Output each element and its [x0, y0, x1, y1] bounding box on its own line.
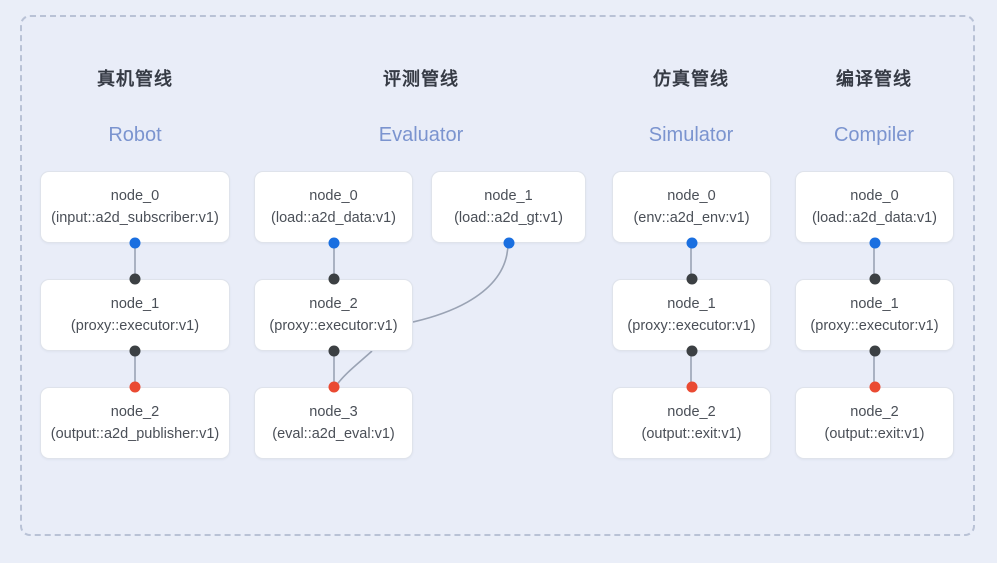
- output-port-blue-dot-icon[interactable]: [328, 237, 339, 249]
- input-port-dark-dot-icon[interactable]: [328, 273, 339, 285]
- output-port-blue-dot-icon[interactable]: [129, 237, 141, 249]
- node-robot-node_0[interactable]: node_0(input::a2d_subscriber:v1): [40, 171, 230, 243]
- node-name-label: node_0: [110, 188, 160, 205]
- node-evaluator-node_2[interactable]: node_2(proxy::executor:v1): [254, 279, 413, 351]
- output-port-blue-dot-icon[interactable]: [686, 237, 697, 249]
- output-port-blue-dot-icon[interactable]: [869, 237, 880, 249]
- node-simulator-node_2[interactable]: node_2(output::exit:v1): [612, 387, 771, 459]
- node-name-label: node_1: [484, 188, 533, 205]
- input-port-red-dot-icon[interactable]: [129, 381, 141, 393]
- node-type-label: (env::a2d_env:v1): [633, 209, 750, 226]
- node-type-label: (output::exit:v1): [824, 425, 925, 442]
- node-evaluator-node_3[interactable]: node_3(eval::a2d_eval:v1): [254, 387, 413, 459]
- input-port-dark-dot-icon[interactable]: [129, 273, 141, 285]
- node-type-label: (output::exit:v1): [641, 425, 742, 442]
- node-name-label: node_2: [309, 296, 358, 313]
- node-name-label: node_1: [667, 296, 716, 313]
- column-title-cn-simulator: 仿真管线: [653, 69, 729, 89]
- input-port-dark-dot-icon[interactable]: [686, 273, 697, 285]
- column-title-en-simulator: Simulator: [648, 124, 734, 146]
- node-type-label: (output::a2d_publisher:v1): [50, 425, 220, 442]
- node-type-label: (load::a2d_gt:v1): [454, 209, 563, 226]
- node-compiler-node_2[interactable]: node_2(output::exit:v1): [795, 387, 954, 459]
- node-compiler-node_1[interactable]: node_1(proxy::executor:v1): [795, 279, 954, 351]
- column-title-en-evaluator: Evaluator: [378, 124, 464, 146]
- output-port-dark-dot-icon[interactable]: [686, 345, 697, 357]
- node-name-label: node_0: [667, 188, 716, 205]
- node-name-label: node_2: [667, 404, 716, 421]
- node-type-label: (proxy::executor:v1): [627, 317, 756, 334]
- node-simulator-node_0[interactable]: node_0(env::a2d_env:v1): [612, 171, 771, 243]
- node-type-label: (load::a2d_data:v1): [812, 209, 937, 226]
- node-type-label: (proxy::executor:v1): [810, 317, 939, 334]
- column-title-en-robot: Robot: [108, 124, 162, 146]
- output-port-dark-dot-icon[interactable]: [129, 345, 141, 357]
- node-name-label: node_3: [309, 404, 358, 421]
- input-port-red-dot-icon[interactable]: [869, 381, 880, 393]
- node-simulator-node_1[interactable]: node_1(proxy::executor:v1): [612, 279, 771, 351]
- column-title-cn-evaluator: 评测管线: [383, 69, 459, 89]
- column-title-en-compiler: Compiler: [833, 124, 915, 146]
- node-name-label: node_0: [850, 188, 899, 205]
- output-port-dark-dot-icon[interactable]: [328, 345, 339, 357]
- node-type-label: (load::a2d_data:v1): [271, 209, 396, 226]
- node-type-label: (input::a2d_subscriber:v1): [51, 209, 219, 226]
- column-title-cn-robot: 真机管线: [97, 69, 173, 89]
- node-name-label: node_2: [110, 404, 160, 421]
- node-name-label: node_1: [110, 296, 160, 313]
- node-type-label: (proxy::executor:v1): [269, 317, 398, 334]
- output-port-dark-dot-icon[interactable]: [869, 345, 880, 357]
- input-port-red-dot-icon[interactable]: [686, 381, 697, 393]
- column-title-cn-compiler: 编译管线: [836, 69, 912, 89]
- node-compiler-node_0[interactable]: node_0(load::a2d_data:v1): [795, 171, 954, 243]
- input-port-red-dot-icon[interactable]: [328, 381, 339, 393]
- input-port-dark-dot-icon[interactable]: [869, 273, 880, 285]
- node-robot-node_2[interactable]: node_2(output::a2d_publisher:v1): [40, 387, 230, 459]
- node-robot-node_1[interactable]: node_1(proxy::executor:v1): [40, 279, 230, 351]
- node-name-label: node_0: [309, 188, 358, 205]
- node-type-label: (proxy::executor:v1): [70, 317, 200, 334]
- node-name-label: node_1: [850, 296, 899, 313]
- node-type-label: (eval::a2d_eval:v1): [272, 425, 395, 442]
- node-name-label: node_2: [850, 404, 899, 421]
- node-evaluator-node_0[interactable]: node_0(load::a2d_data:v1): [254, 171, 413, 243]
- output-port-blue-dot-icon[interactable]: [503, 237, 514, 249]
- node-evaluator-node_1[interactable]: node_1(load::a2d_gt:v1): [431, 171, 586, 243]
